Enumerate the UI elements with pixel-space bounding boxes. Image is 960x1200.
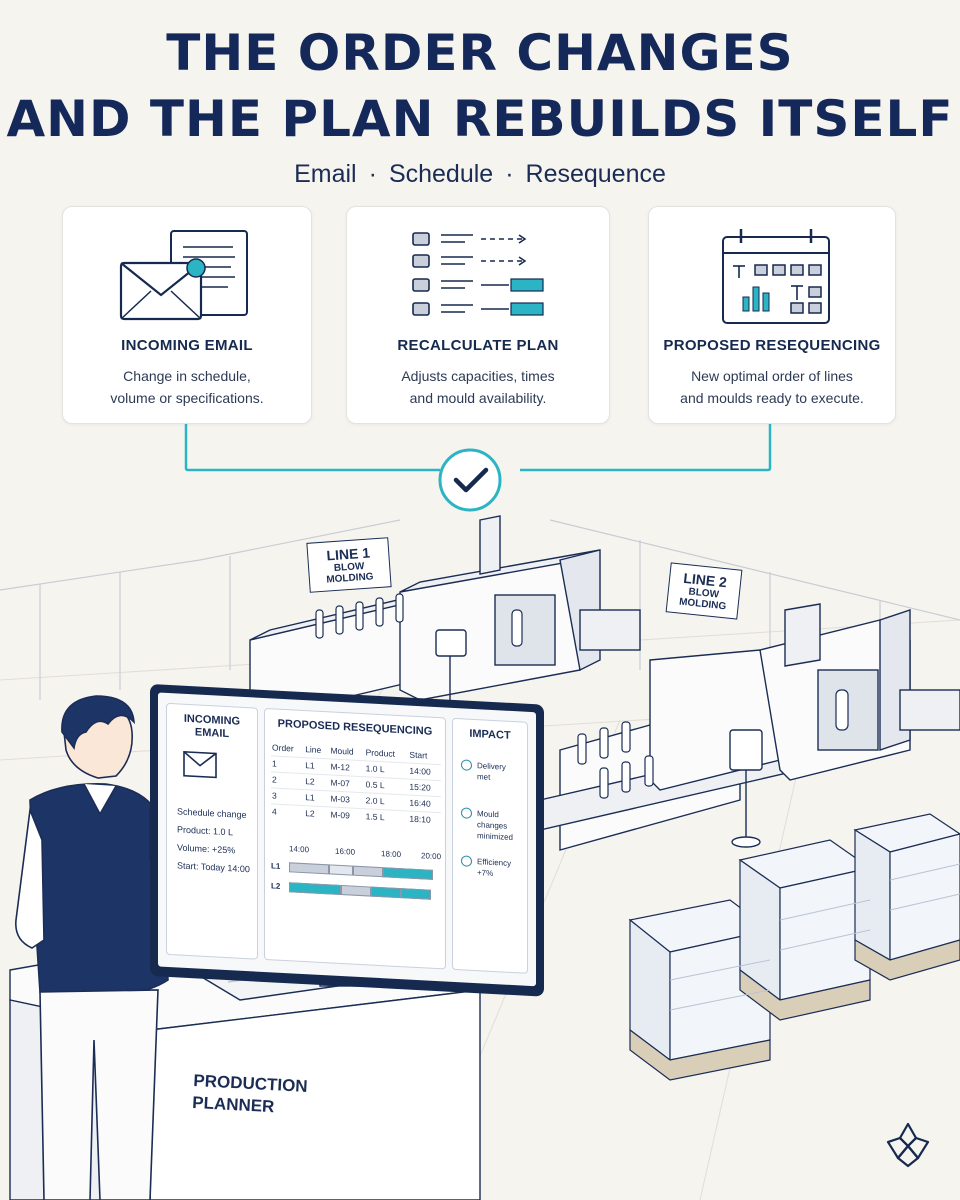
page-title: THE ORDER CHANGES AND THE PLAN REBUILDS … [0,22,960,150]
resequencing-panel: PROPOSED RESEQUENCING Order Line Mould P… [264,707,446,970]
impact-item-delivery: Delivery met [461,759,525,782]
planning-monitor: INCOMING EMAIL Schedule change Product: … [150,684,544,997]
subtitle: Email · Schedule · Resequence [0,160,960,189]
monitor-screen: INCOMING EMAIL Schedule change Product: … [158,692,536,987]
subtitle-schedule: Schedule [388,160,494,188]
step-card-proposed-resequencing: PROPOSED RESEQUENCING New optimal order … [648,206,896,424]
impact-item-mould-changes: Mould changes minimized [461,807,525,842]
gantt-bar[interactable] [401,888,431,900]
impact-item-efficiency: Efficiency +7% [461,855,525,878]
checkmark-icon [438,448,502,512]
subtitle-resequence: Resequence [525,160,666,188]
gantt-bar[interactable] [353,865,383,878]
plan-list-icon [347,223,609,333]
production-planner-label: PRODUCTION PLANNER [191,1070,309,1117]
calendar-icon [649,223,895,333]
step-title: INCOMING EMAIL [121,337,253,354]
email-panel[interactable]: INCOMING EMAIL Schedule change Product: … [166,702,258,960]
impact-panel: IMPACT Delivery met Mould changes minimi… [452,717,528,974]
envelope-document-icon [63,223,311,333]
gantt-row-label: L2 [271,881,281,891]
check-circle-icon [461,759,472,771]
envelope-icon [183,750,217,779]
resequencing-table: Order Line Mould Product Start 1 L1 M-12… [271,739,441,829]
subtitle-email: Email [294,160,357,188]
gantt-time-axis: 14:00 16:00 18:00 20:00 [289,844,442,862]
step-card-recalculate-plan: RECALCULATE PLAN Adjusts capacities, tim… [346,206,610,424]
title-line-2: AND THE PLAN REBUILDS ITSELF [6,90,954,148]
title-line-1: THE ORDER CHANGES [166,24,794,82]
gantt-bar[interactable] [371,886,401,899]
subtitle-separator: · [368,160,377,188]
gantt-bar[interactable] [383,867,433,880]
gantt-row-label: L1 [271,861,281,871]
step-title: PROPOSED RESEQUENCING [663,337,881,354]
check-circle-icon [461,807,472,819]
step-description: Adjusts capacities, times and mould avai… [401,368,555,406]
email-details: Schedule change Product: 1.0 L Volume: +… [177,806,250,875]
step-description: Change in schedule, volume or specificat… [110,368,264,406]
gantt-bar[interactable] [341,885,371,897]
resequencing-panel-title: PROPOSED RESEQUENCING [277,717,433,738]
step-card-incoming-email: INCOMING EMAIL Change in schedule, volum… [62,206,312,424]
email-panel-title: INCOMING EMAIL [183,712,241,741]
brand-logo-icon [886,1122,930,1168]
gantt-bar[interactable] [289,862,329,875]
connector-lines [184,424,772,512]
subtitle-separator: · [505,160,514,188]
gantt-bar[interactable] [329,864,353,876]
check-circle-icon [461,855,472,867]
line-1-sign: LINE 1 BLOW MOLDING [306,537,392,593]
step-title: RECALCULATE PLAN [397,337,559,354]
bottle-pallets [628,813,960,1081]
gantt-bar[interactable] [289,882,341,896]
step-description: New optimal order of lines and moulds re… [680,368,864,406]
line-1-machine [249,515,641,721]
impact-panel-title: IMPACT [469,727,511,742]
line-2-sign: LINE 2 BLOW MOLDING [665,562,743,620]
